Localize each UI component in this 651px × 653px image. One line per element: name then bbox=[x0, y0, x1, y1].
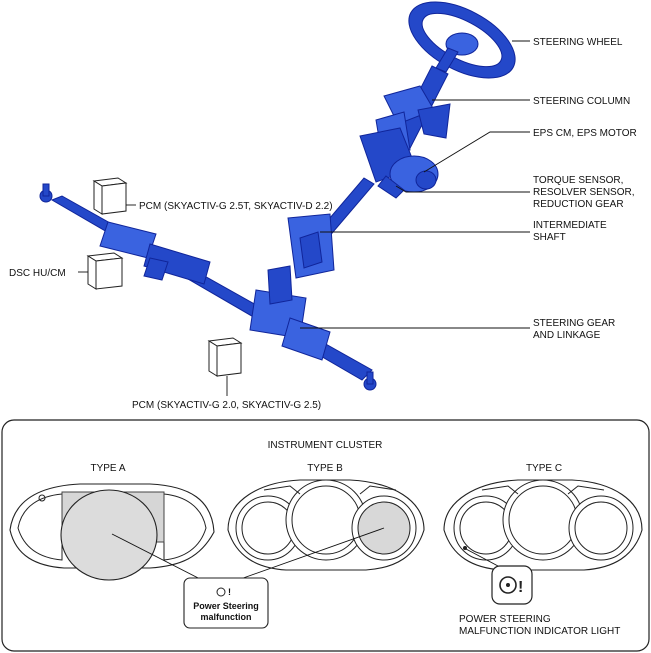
cluster-type-b bbox=[227, 479, 425, 571]
steering-wheel-indicator-icon bbox=[499, 576, 517, 594]
cluster-type-c bbox=[443, 479, 643, 571]
indicator-label-1: POWER STEERING bbox=[459, 614, 551, 625]
callout-line-2: malfunction bbox=[201, 612, 252, 622]
pcm-bottom-box bbox=[207, 337, 243, 377]
indicator-exclaim-icon: ! bbox=[518, 579, 523, 596]
callout-line-b bbox=[231, 527, 385, 583]
label-linkage: AND LINKAGE bbox=[533, 330, 601, 341]
cluster-title: INSTRUMENT CLUSTER bbox=[268, 440, 383, 451]
type-a-label: TYPE A bbox=[90, 463, 125, 474]
callout-line-a bbox=[111, 533, 207, 583]
steering-wheel bbox=[408, 1, 516, 79]
label-dsc: DSC HU/CM bbox=[9, 268, 66, 279]
cluster-type-a bbox=[9, 483, 215, 581]
label-resolver-sensor: RESOLVER SENSOR, bbox=[533, 187, 635, 198]
leader-eps bbox=[423, 131, 530, 173]
label-steering-wheel: STEERING WHEEL bbox=[533, 37, 623, 48]
eps-motor bbox=[359, 127, 439, 199]
label-steering-column: STEERING COLUMN bbox=[533, 96, 630, 107]
intermediate-shaft bbox=[287, 177, 375, 279]
label-torque-sensor: TORQUE SENSOR, bbox=[533, 175, 623, 186]
dsc-box bbox=[86, 252, 124, 290]
label-reduction-gear: REDUCTION GEAR bbox=[533, 199, 624, 210]
steering-gear bbox=[39, 183, 377, 391]
label-pcm-bottom: PCM (SKYACTIV-G 2.0, SKYACTIV-G 2.5) bbox=[132, 400, 321, 411]
callout-line-c bbox=[465, 548, 499, 567]
label-eps: EPS CM, EPS MOTOR bbox=[533, 128, 637, 139]
label-intermediate: INTERMEDIATE bbox=[533, 220, 607, 231]
type-c-label: TYPE C bbox=[526, 463, 562, 474]
indicator-light-box: ! bbox=[491, 565, 533, 605]
power-steering-callout: ! Power Steering malfunction bbox=[183, 577, 269, 629]
indicator-label-2: MALFUNCTION INDICATOR LIGHT bbox=[459, 626, 620, 637]
label-shaft: SHAFT bbox=[533, 232, 566, 243]
callout-line-1: Power Steering bbox=[193, 601, 259, 611]
type-a-display-circle bbox=[60, 489, 158, 581]
type-b-label: TYPE B bbox=[307, 463, 343, 474]
warning-exclaim-icon: ! bbox=[228, 587, 231, 597]
label-pcm-top: PCM (SKYACTIV-G 2.5T, SKYACTIV-D 2.2) bbox=[139, 201, 333, 212]
pcm-top-box bbox=[92, 177, 128, 215]
leader-torque bbox=[395, 185, 530, 193]
steering-warning-icon bbox=[216, 587, 226, 597]
label-steering-gear: STEERING GEAR bbox=[533, 318, 615, 329]
